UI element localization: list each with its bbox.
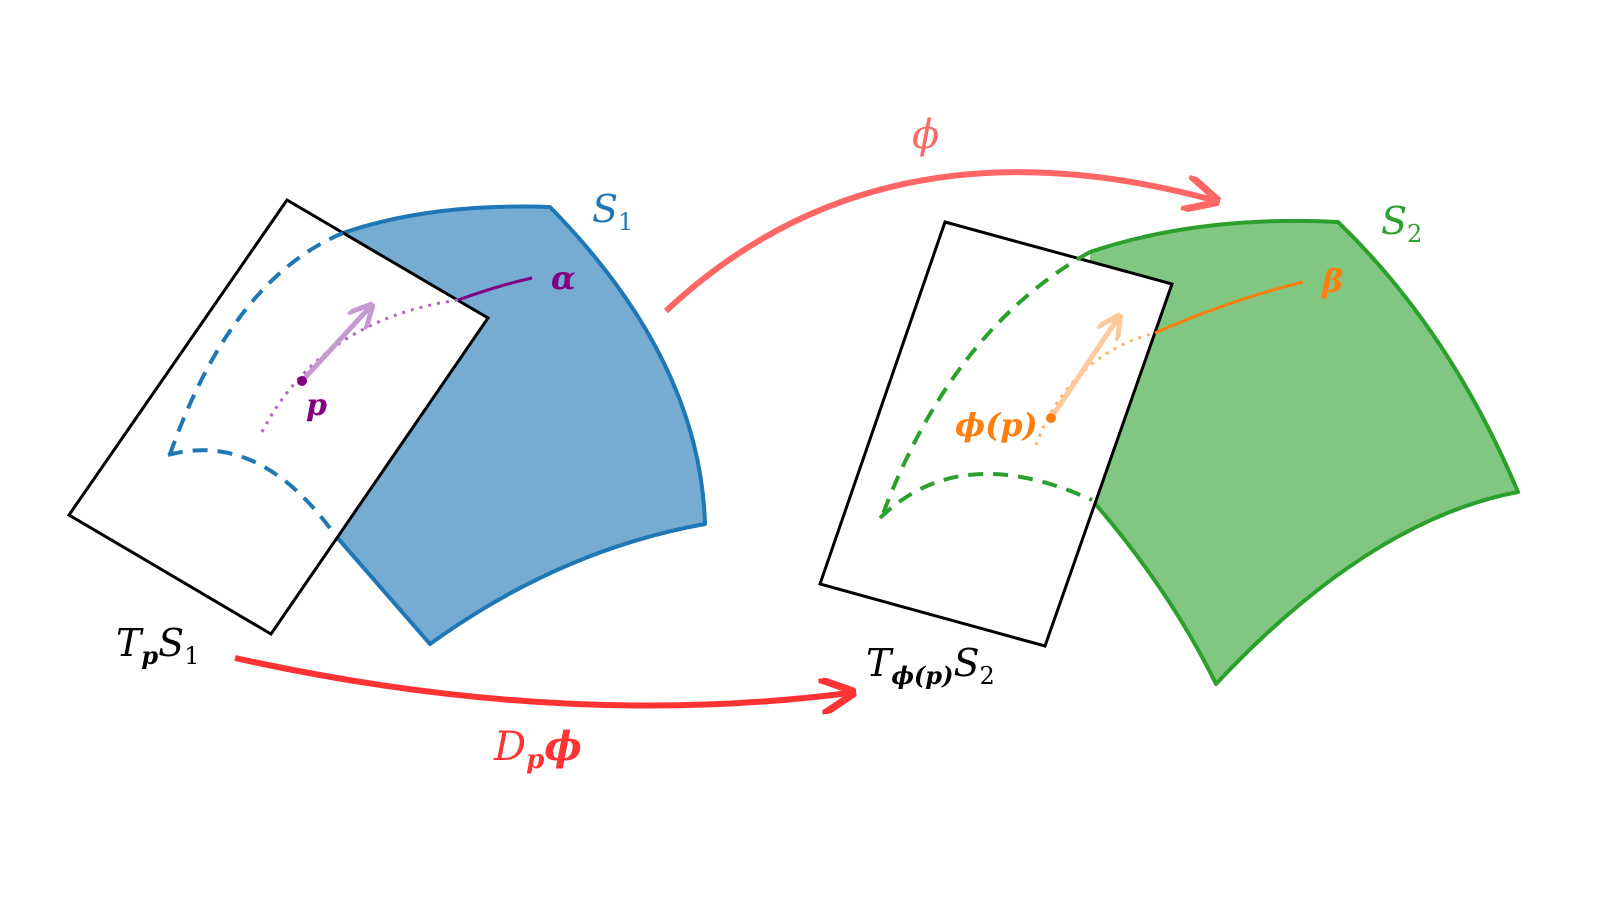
curve-beta-visible — [1154, 280, 1304, 335]
surface-s2-hidden-boundary — [878, 250, 1093, 523]
surface-s2-boundary — [1089, 218, 1520, 686]
label-beta: β — [1321, 262, 1343, 300]
label-dphi: Dpϕ — [493, 723, 582, 775]
curve-alpha-visible — [457, 276, 533, 302]
point-p — [297, 376, 307, 386]
label-s2: S2 — [1381, 199, 1422, 248]
surface-s1-hidden-boundary — [166, 231, 344, 537]
label-tangent-1: TpS1 — [116, 621, 199, 670]
label-phi-p: ϕ(p) — [955, 406, 1038, 444]
tangent-vector-1 — [300, 307, 370, 383]
point-phi-p — [1046, 413, 1056, 423]
label-alpha: α — [551, 259, 576, 297]
label-tangent-2: Tϕ(p)S2 — [866, 641, 995, 690]
tangent-plane-1 — [66, 198, 491, 637]
tangent-vector-2 — [1048, 318, 1118, 420]
map-dphi-arrow — [234, 655, 849, 706]
surface-s2 — [1090, 220, 1518, 685]
label-phi: ϕ — [912, 112, 939, 158]
map-phi-arrow — [663, 169, 1213, 314]
label-s1: S1 — [592, 187, 633, 236]
surface-s1-boundary — [333, 204, 707, 646]
surface-s2-group — [1089, 218, 1520, 686]
label-p: p — [306, 388, 327, 423]
tangent-plane-2 — [818, 220, 1174, 648]
